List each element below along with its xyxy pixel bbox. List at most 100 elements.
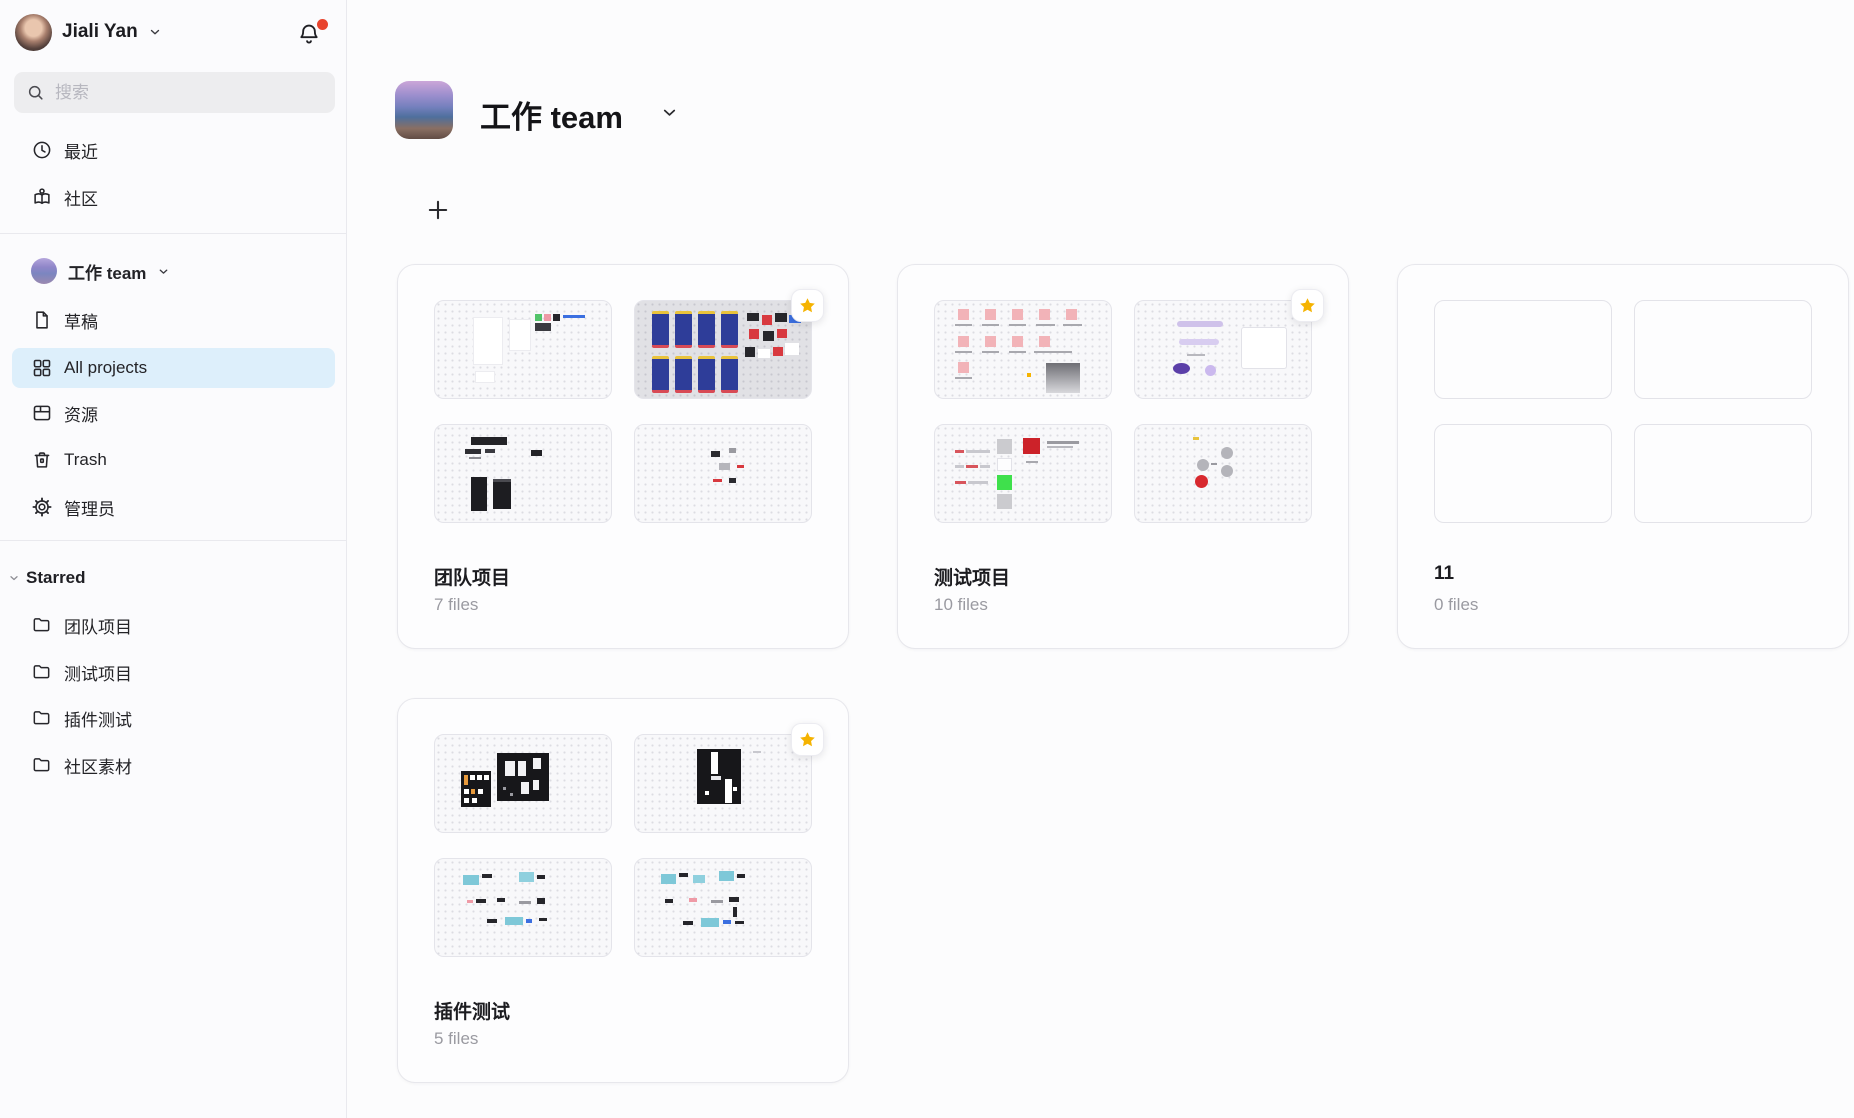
- star-icon: [1300, 298, 1315, 313]
- file-thumbnail[interactable]: [1134, 300, 1312, 399]
- empty-thumbnail-placeholder: [1634, 424, 1812, 523]
- project-card-plugin-test[interactable]: 插件测试 5 files: [397, 698, 849, 1083]
- sidebar-divider: [0, 233, 346, 234]
- thumbnail-art: [635, 735, 811, 832]
- project-card-test-project[interactable]: 测试项目 10 files: [897, 264, 1349, 649]
- grid-icon: [31, 357, 53, 379]
- star-badge[interactable]: [791, 723, 824, 756]
- sidebar-item-community[interactable]: 社区: [12, 177, 335, 217]
- sidebar-item-label: 草稿: [64, 312, 98, 332]
- thumbnail-art: [435, 425, 611, 522]
- sidebar-item-admin[interactable]: 管理员: [12, 487, 335, 527]
- sidebar-item-label: 最近: [64, 142, 98, 162]
- sidebar-folder-community-assets[interactable]: 社区素材: [12, 745, 335, 785]
- page-title: 工作 team: [480, 100, 623, 135]
- project-file-count: 10 files: [934, 595, 988, 614]
- folder-icon: [31, 754, 53, 776]
- thumbnail-art: [935, 425, 1111, 522]
- thumbnail-grid: [934, 300, 1312, 523]
- sidebar-item-label: 资源: [64, 405, 98, 425]
- project-file-count: 5 files: [434, 1029, 479, 1048]
- file-thumbnail[interactable]: [634, 734, 812, 833]
- plus-icon: [428, 200, 448, 220]
- gear-icon: [31, 496, 53, 518]
- empty-thumbnail-placeholder: [1434, 424, 1612, 523]
- search-box[interactable]: [14, 72, 335, 113]
- add-project-button[interactable]: [422, 194, 454, 226]
- sidebar-item-label: All projects: [64, 358, 148, 377]
- sidebar-item-recent[interactable]: 最近: [12, 130, 335, 170]
- file-thumbnail[interactable]: [1134, 424, 1312, 523]
- resources-icon: [31, 402, 53, 424]
- thumbnail-art: [1135, 425, 1311, 522]
- search-input[interactable]: [55, 82, 323, 103]
- sidebar-folder-plugin-test[interactable]: 插件测试: [12, 698, 335, 738]
- notification-dot: [317, 19, 328, 30]
- star-badge[interactable]: [1291, 289, 1324, 322]
- project-title: 11: [1434, 563, 1455, 584]
- thumbnail-art: [635, 425, 811, 522]
- team-cover-image[interactable]: [395, 81, 453, 139]
- sidebar-item-trash[interactable]: Trash: [12, 440, 335, 480]
- notifications-button[interactable]: [296, 19, 328, 49]
- file-thumbnail[interactable]: [634, 858, 812, 957]
- sidebar: Jiali Yan 最近 社区 工作 team: [0, 0, 347, 1118]
- sidebar-item-all-projects[interactable]: All projects: [12, 348, 335, 388]
- sidebar-divider: [0, 540, 346, 541]
- star-icon: [800, 298, 815, 313]
- folder-icon: [31, 614, 53, 636]
- chevron-down-icon: [157, 265, 170, 278]
- project-file-count: 0 files: [1434, 595, 1479, 614]
- sidebar-item-resources[interactable]: 资源: [12, 393, 335, 433]
- folder-icon: [31, 707, 53, 729]
- file-thumbnail[interactable]: [434, 734, 612, 833]
- thumbnail-art: [635, 301, 811, 398]
- sidebar-item-label: 插件测试: [64, 710, 132, 730]
- empty-thumbnail-placeholder: [1634, 300, 1812, 399]
- file-thumbnail[interactable]: [934, 300, 1112, 399]
- trash-icon: [31, 449, 53, 471]
- user-menu[interactable]: Jiali Yan: [15, 13, 162, 51]
- thumbnail-art: [635, 859, 811, 956]
- star-badge[interactable]: [791, 289, 824, 322]
- file-thumbnail[interactable]: [934, 424, 1112, 523]
- thumbnail-art: [435, 301, 611, 398]
- thumbnail-art: [1135, 301, 1311, 398]
- bell-icon: [300, 24, 318, 44]
- sidebar-folder-test-project[interactable]: 测试项目: [12, 652, 335, 692]
- thumbnail-art: [435, 735, 611, 832]
- project-title: 团队项目: [434, 568, 511, 589]
- file-thumbnail[interactable]: [634, 424, 812, 523]
- folder-icon: [31, 661, 53, 683]
- chevron-down-icon: [148, 25, 162, 39]
- starred-section-toggle[interactable]: Starred: [8, 563, 86, 593]
- thumbnail-grid: [434, 300, 812, 523]
- sidebar-item-label: 社区: [64, 189, 98, 209]
- search-icon: [28, 85, 43, 100]
- chevron-down-icon: [8, 572, 20, 584]
- project-card-11[interactable]: 11 0 files: [1397, 264, 1849, 649]
- sidebar-item-label: 社区素材: [64, 757, 132, 777]
- project-file-count: 7 files: [434, 595, 479, 614]
- draft-file-icon: [31, 309, 53, 331]
- empty-thumbnail-placeholder: [1434, 300, 1612, 399]
- file-thumbnail[interactable]: [434, 300, 612, 399]
- starred-label: Starred: [26, 568, 86, 587]
- file-thumbnail[interactable]: [434, 858, 612, 957]
- sidebar-item-label: 管理员: [64, 499, 115, 519]
- star-icon: [800, 732, 815, 747]
- sidebar-item-label: 测试项目: [64, 664, 132, 684]
- chevron-down-icon[interactable]: [660, 103, 679, 122]
- thumbnail-art: [435, 859, 611, 956]
- file-thumbnail[interactable]: [434, 424, 612, 523]
- clock-icon: [31, 139, 53, 161]
- sidebar-team-switcher[interactable]: 工作 team: [12, 251, 335, 291]
- thumbnail-grid: [434, 734, 812, 957]
- user-avatar[interactable]: [15, 13, 52, 51]
- sidebar-item-label: Trash: [64, 450, 107, 469]
- sidebar-item-drafts[interactable]: 草稿: [12, 300, 335, 340]
- project-card-team-project[interactable]: 团队项目 7 files: [397, 264, 849, 649]
- user-name: Jiali Yan: [62, 21, 138, 42]
- sidebar-folder-team-project[interactable]: 团队项目: [12, 605, 335, 645]
- file-thumbnail[interactable]: [634, 300, 812, 399]
